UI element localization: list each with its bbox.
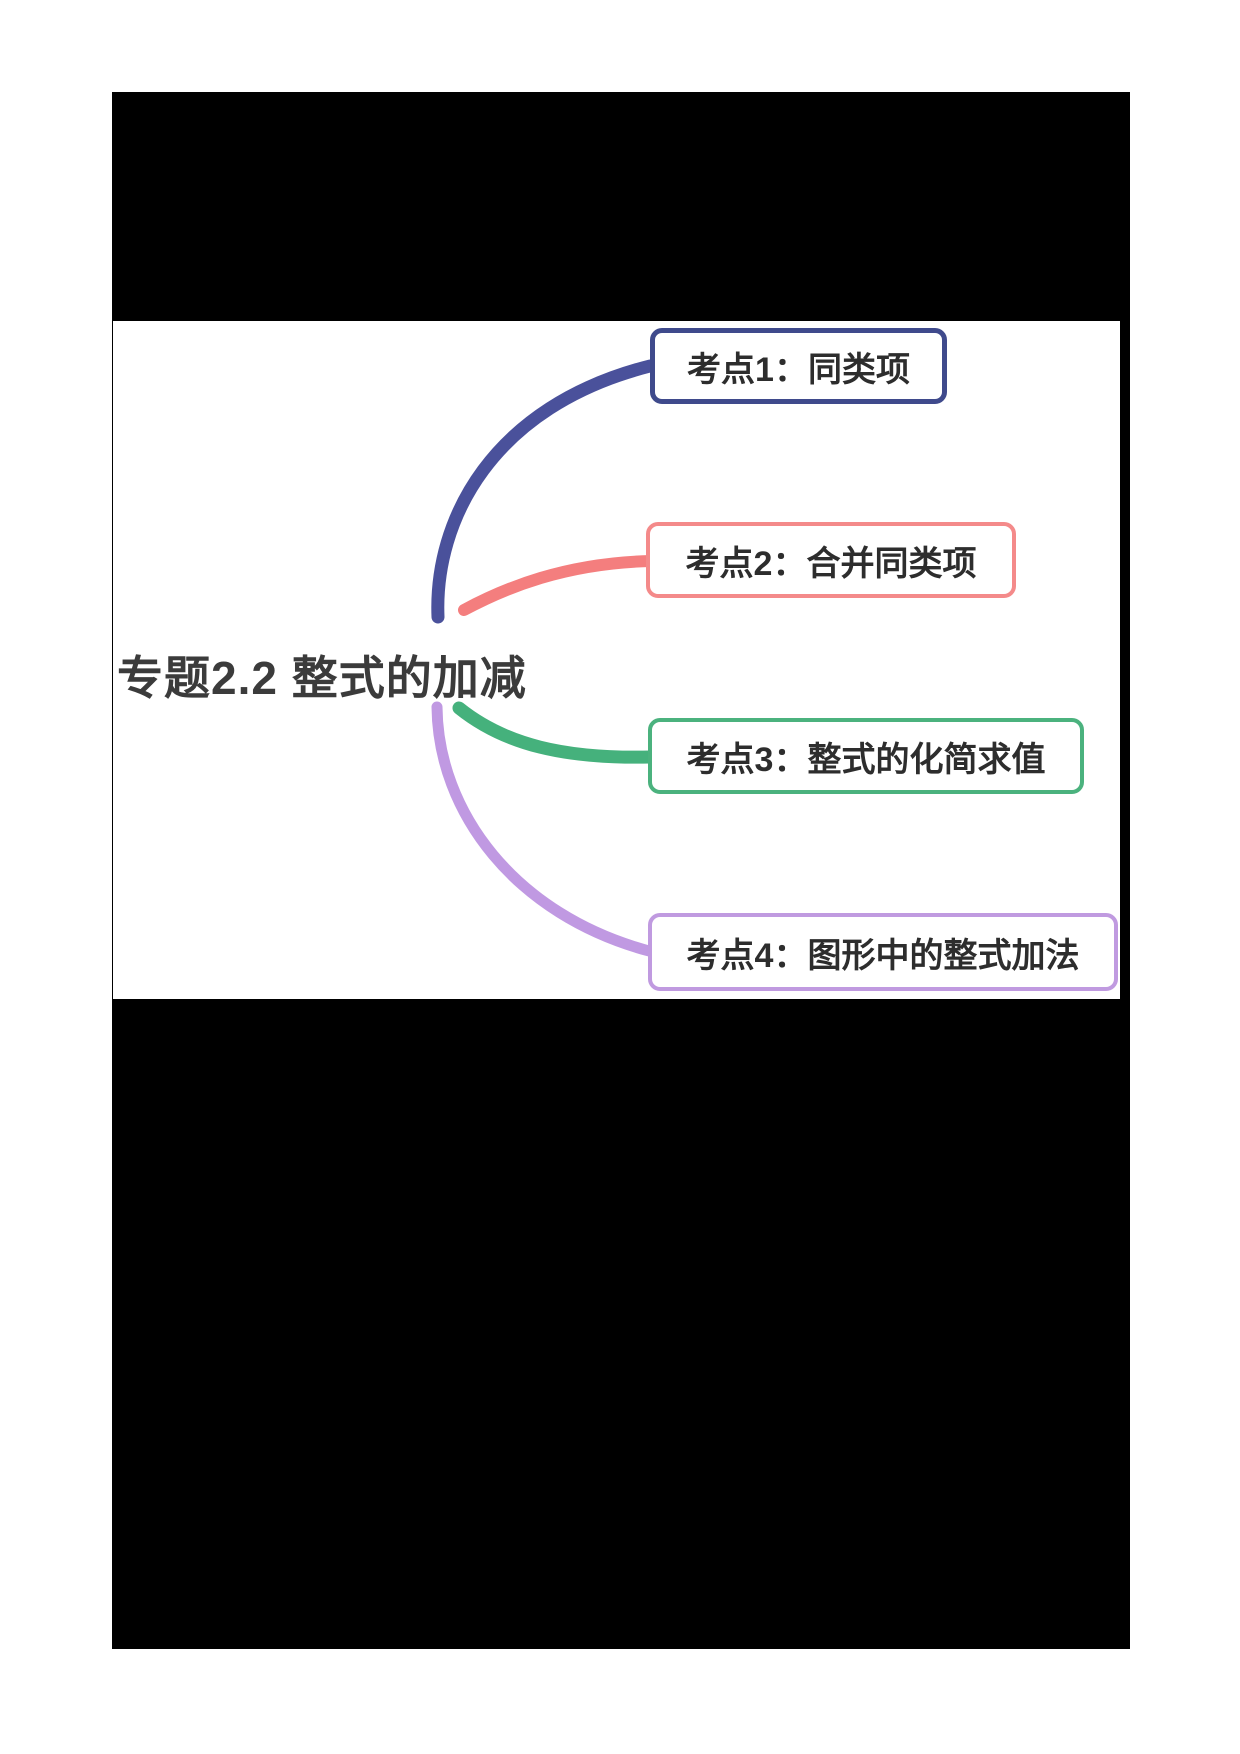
branch-curve-1 (431, 359, 657, 624)
mindmap-node-3-label: 考点3：整式的化简求值 (686, 740, 1046, 779)
mindmap-root-title: 专题2.2 整式的加减 (117, 652, 527, 704)
mindmap-image: 专题2.2 整式的加减 考点1：同类项 考点2：合并同类项 考点3：整式的化简求… (113, 321, 1120, 999)
branch-curve-2 (458, 555, 657, 616)
mindmap-node-4-label: 考点4：图形中的整式加法 (686, 936, 1080, 975)
mindmap-node-1-label: 考点1：同类项 (687, 350, 910, 389)
branch-curves (431, 359, 658, 957)
mindmap-node-4: 考点4：图形中的整式加法 (648, 913, 1118, 991)
mindmap-node-2: 考点2：合并同类项 (646, 522, 1016, 598)
mindmap-node-2-label: 考点2：合并同类项 (685, 544, 977, 583)
mindmap-node-3: 考点3：整式的化简求值 (648, 718, 1084, 794)
branch-curve-3 (452, 701, 658, 764)
mindmap-node-1: 考点1：同类项 (650, 328, 947, 404)
branch-curve-4 (431, 701, 655, 957)
